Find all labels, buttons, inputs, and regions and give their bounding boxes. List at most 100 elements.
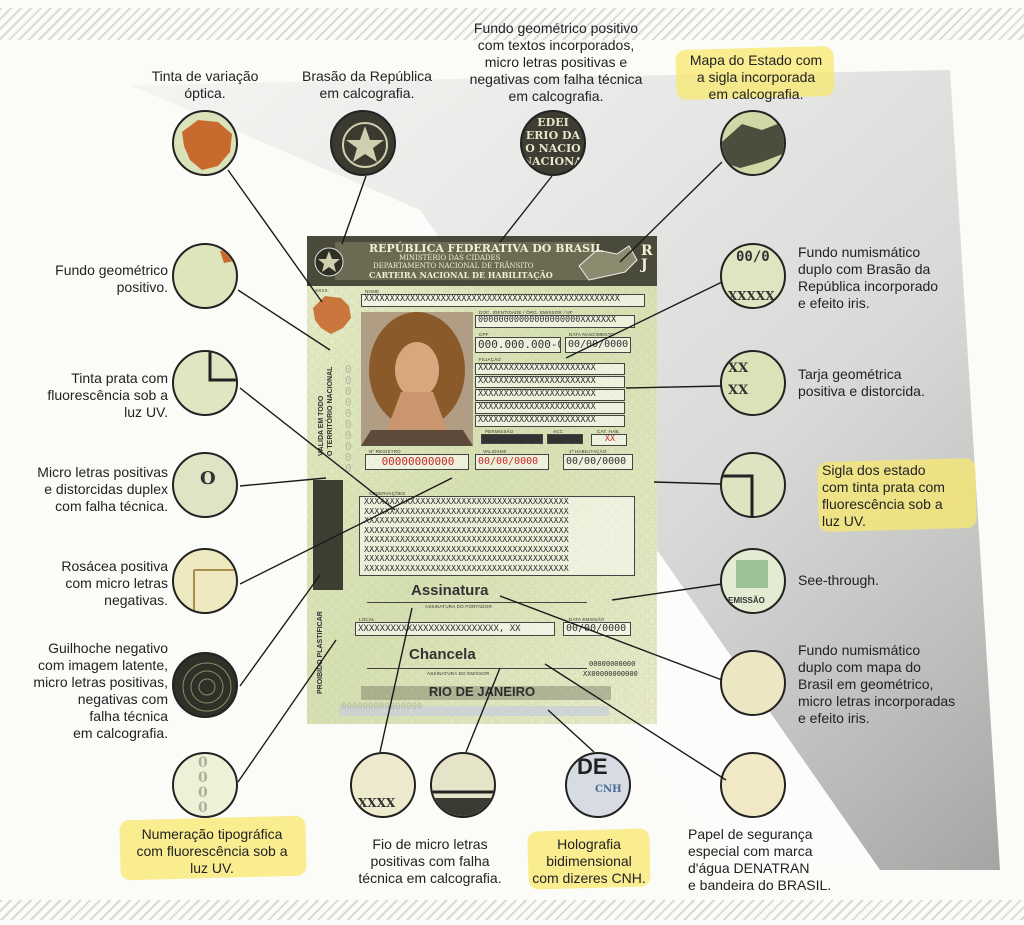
numeracao-left: 0000000000 [345,363,352,475]
assinatura-text: Assinatura [411,582,489,599]
filiacao-row-5: XXXXXXXXXXXXXXXXXXXXXXX [475,415,625,427]
card-header-line-3: DEPARTAMENTO NACIONAL DE TRÂNSITO [373,262,534,270]
zoom-numis-bottom: XXXXX [728,289,775,303]
zoom-fundo-textos: EDEI ERIO DA O NACIO NACIONAL [520,110,586,176]
zoom-sigla [720,452,786,518]
card-small-xxxx: XXXX [315,288,328,293]
zoom-numis-mapa [720,650,786,716]
serial-2: XX00000000000 [583,670,638,678]
filiacao-row-3: XXXXXXXXXXXXXXXXXXXXXXX [475,389,625,401]
emissao-field: 00/00/0000 [563,622,631,636]
card-header-line-1: REPÚBLICA FEDERATIVA DO BRASIL [369,242,604,255]
hatch-band-bottom [0,900,1024,920]
caption-numis-mapa: Fundo numismático duplo com mapa do Bras… [798,642,956,726]
zoom-holografia: DE CNH [565,752,631,818]
nome-label: NOME [365,289,380,294]
zoom-state-map [722,121,784,168]
caption-holografia: Holografia bidimensional com dizeres CNH… [532,836,646,886]
zoom-silver-frame [208,352,236,382]
acc-label: ACC [553,429,564,434]
cnh-card: REPÚBLICA FEDERATIVA DO BRASIL MINISTÉRI… [307,236,657,724]
zoom-fundo-geometrico [172,243,238,309]
validade-field: 00/00/0000 [475,454,549,470]
caption-micro-letras: Micro letras positivas e distorcidas dup… [37,464,168,514]
obs-row-4: XXXXXXXXXXXXXXXXXXXXXXXXXXXXXXXXXXXXXXXX [364,526,569,536]
cat-label: CAT. HAB. [597,429,620,434]
card-state-sigla: RJ [641,243,653,273]
local-label: LOCAL [359,617,375,622]
zoom-fio-text: XXXX [358,796,396,810]
zoom-see-through-text: EMISSÃO [728,596,765,605]
caption-see-through: See-through. [798,572,879,588]
permissao-field [481,434,543,444]
zoom-mapa-estado [720,110,786,176]
card-brasao-star [318,251,340,272]
caption-fundo-geometrico: Fundo geométrico positivo. [55,262,168,295]
filiacao-row-4: XXXXXXXXXXXXXXXXXXXXXXX [475,402,625,414]
zoom-tinta-variacao [172,110,238,176]
hatch-band-top [0,8,1024,40]
caption-tinta-prata: Tinta prata com fluorescência sob a luz … [47,370,168,420]
zoom-numis-brasao: 00/0 XXXXX [720,243,786,309]
filiacao-row-2: XXXXXXXXXXXXXXXXXXXXXXX [475,376,625,388]
cpf-field: 000.000.000-00 [475,337,561,353]
zoom-micro-letras-text: O [200,468,216,489]
numeracao-bottom: 000000000000000 [341,702,423,712]
caption-tarja: Tarja geométrica positiva e distorcida. [798,366,925,399]
zoom-guilhoche [172,652,238,718]
habilitacao-label: 1ª HABILITAÇÃO [569,449,607,454]
doc-field: 00000000000000000000XXXXXXX [475,315,635,328]
proibido-vertical-text: PROIBIDO PLASTIFICAR [317,611,324,694]
registro-field: 00000000000 [365,454,469,470]
zoom-numis-top: 00/0 [736,249,770,265]
serial-1: 00000000000 [589,660,636,668]
caption-tinta-variacao: Tinta de variação óptica. [151,68,259,101]
card-header-line-2: MINISTÉRIO DAS CIDADES [399,254,501,262]
caption-fundo-textos: Fundo geométrico positivo com textos inc… [469,20,643,104]
card-guilhoche [313,480,343,590]
caption-numis-brasao: Fundo numismático duplo com Brasão da Re… [798,244,939,311]
obs-row-6: XXXXXXXXXXXXXXXXXXXXXXXXXXXXXXXXXXXXXXXX [364,545,569,555]
chancela-label: ASSINATURA DO EMISSOR [427,671,490,676]
zoom-papel [720,752,786,818]
chancela-text: Chancela [409,646,476,663]
zoom-fio-line [432,790,494,816]
zoom-rosacea [172,548,238,614]
caption-papel: Papel de segurança especial com marca d'… [688,826,832,893]
caption-rosacea: Rosácea positiva com micro letras negati… [61,558,168,608]
zoom-tarja: XX XX [720,350,786,416]
photo-shirt [361,430,473,446]
city-text: RIO DE JANEIRO [428,684,536,699]
obs-row-7: XXXXXXXXXXXXXXXXXXXXXXXXXXXXXXXXXXXXXXXX [364,555,569,564]
filiacao-row-1: XXXXXXXXXXXXXXXXXXXXXXX [475,363,625,375]
zoom-brasao-emblem [342,122,388,168]
doc-label: DOC. IDENTIDADE / ÓRG. EMISSOR / UF [479,310,573,315]
zoom-guilloche-pattern [182,662,232,712]
zoom-see-through-mark [736,560,768,588]
zoom-brasao [330,110,396,176]
zoom-geometric-corner [220,249,234,263]
zoom-rosette [193,569,236,612]
obs-row-5: XXXXXXXXXXXXXXXXXXXXXXXXXXXXXXXXXXXXXXXX [364,536,569,545]
assinatura-line [367,602,587,603]
nome-field: XXXXXXXXXXXXXXXXXXXXXXXXXXXXXXXXXXXXXXXX… [361,294,645,307]
card-photo [361,312,473,446]
filiacao-label: FILIAÇÃO [479,357,502,362]
obs-row-8: XXXXXXXXXXXXXXXXXXXXXXXXXXXXXXXXXXXXXXXX [364,564,569,574]
zoom-numeracao: 0000 [172,752,238,818]
habilitacao-field: 00/00/0000 [563,454,633,470]
zoom-see-through: EMISSÃO [720,548,786,614]
photo-face [395,342,439,398]
caption-numeracao: Numeração tipográfica com fluorescência … [136,826,288,876]
zoom-tinta-prata [172,350,238,416]
caption-sigla: Sigla dos estado com tinta prata com flu… [822,462,945,529]
zoom-holo-text: DE [577,754,608,779]
local-field: XXXXXXXXXXXXXXXXXXXXXXXXXX, XX [355,622,555,636]
zoom-holo-sub: CNH [595,784,622,795]
obs-row-3: XXXXXXXXXXXXXXXXXXXXXXXXXXXXXXXXXXXXXXXX [364,517,569,526]
caption-fio-micro: Fio de micro letras positivas com falha … [358,836,502,886]
zoom-sigla-frame [722,474,754,516]
zoom-tarja-text: XX XX [728,361,749,398]
chancela-line [367,668,587,669]
